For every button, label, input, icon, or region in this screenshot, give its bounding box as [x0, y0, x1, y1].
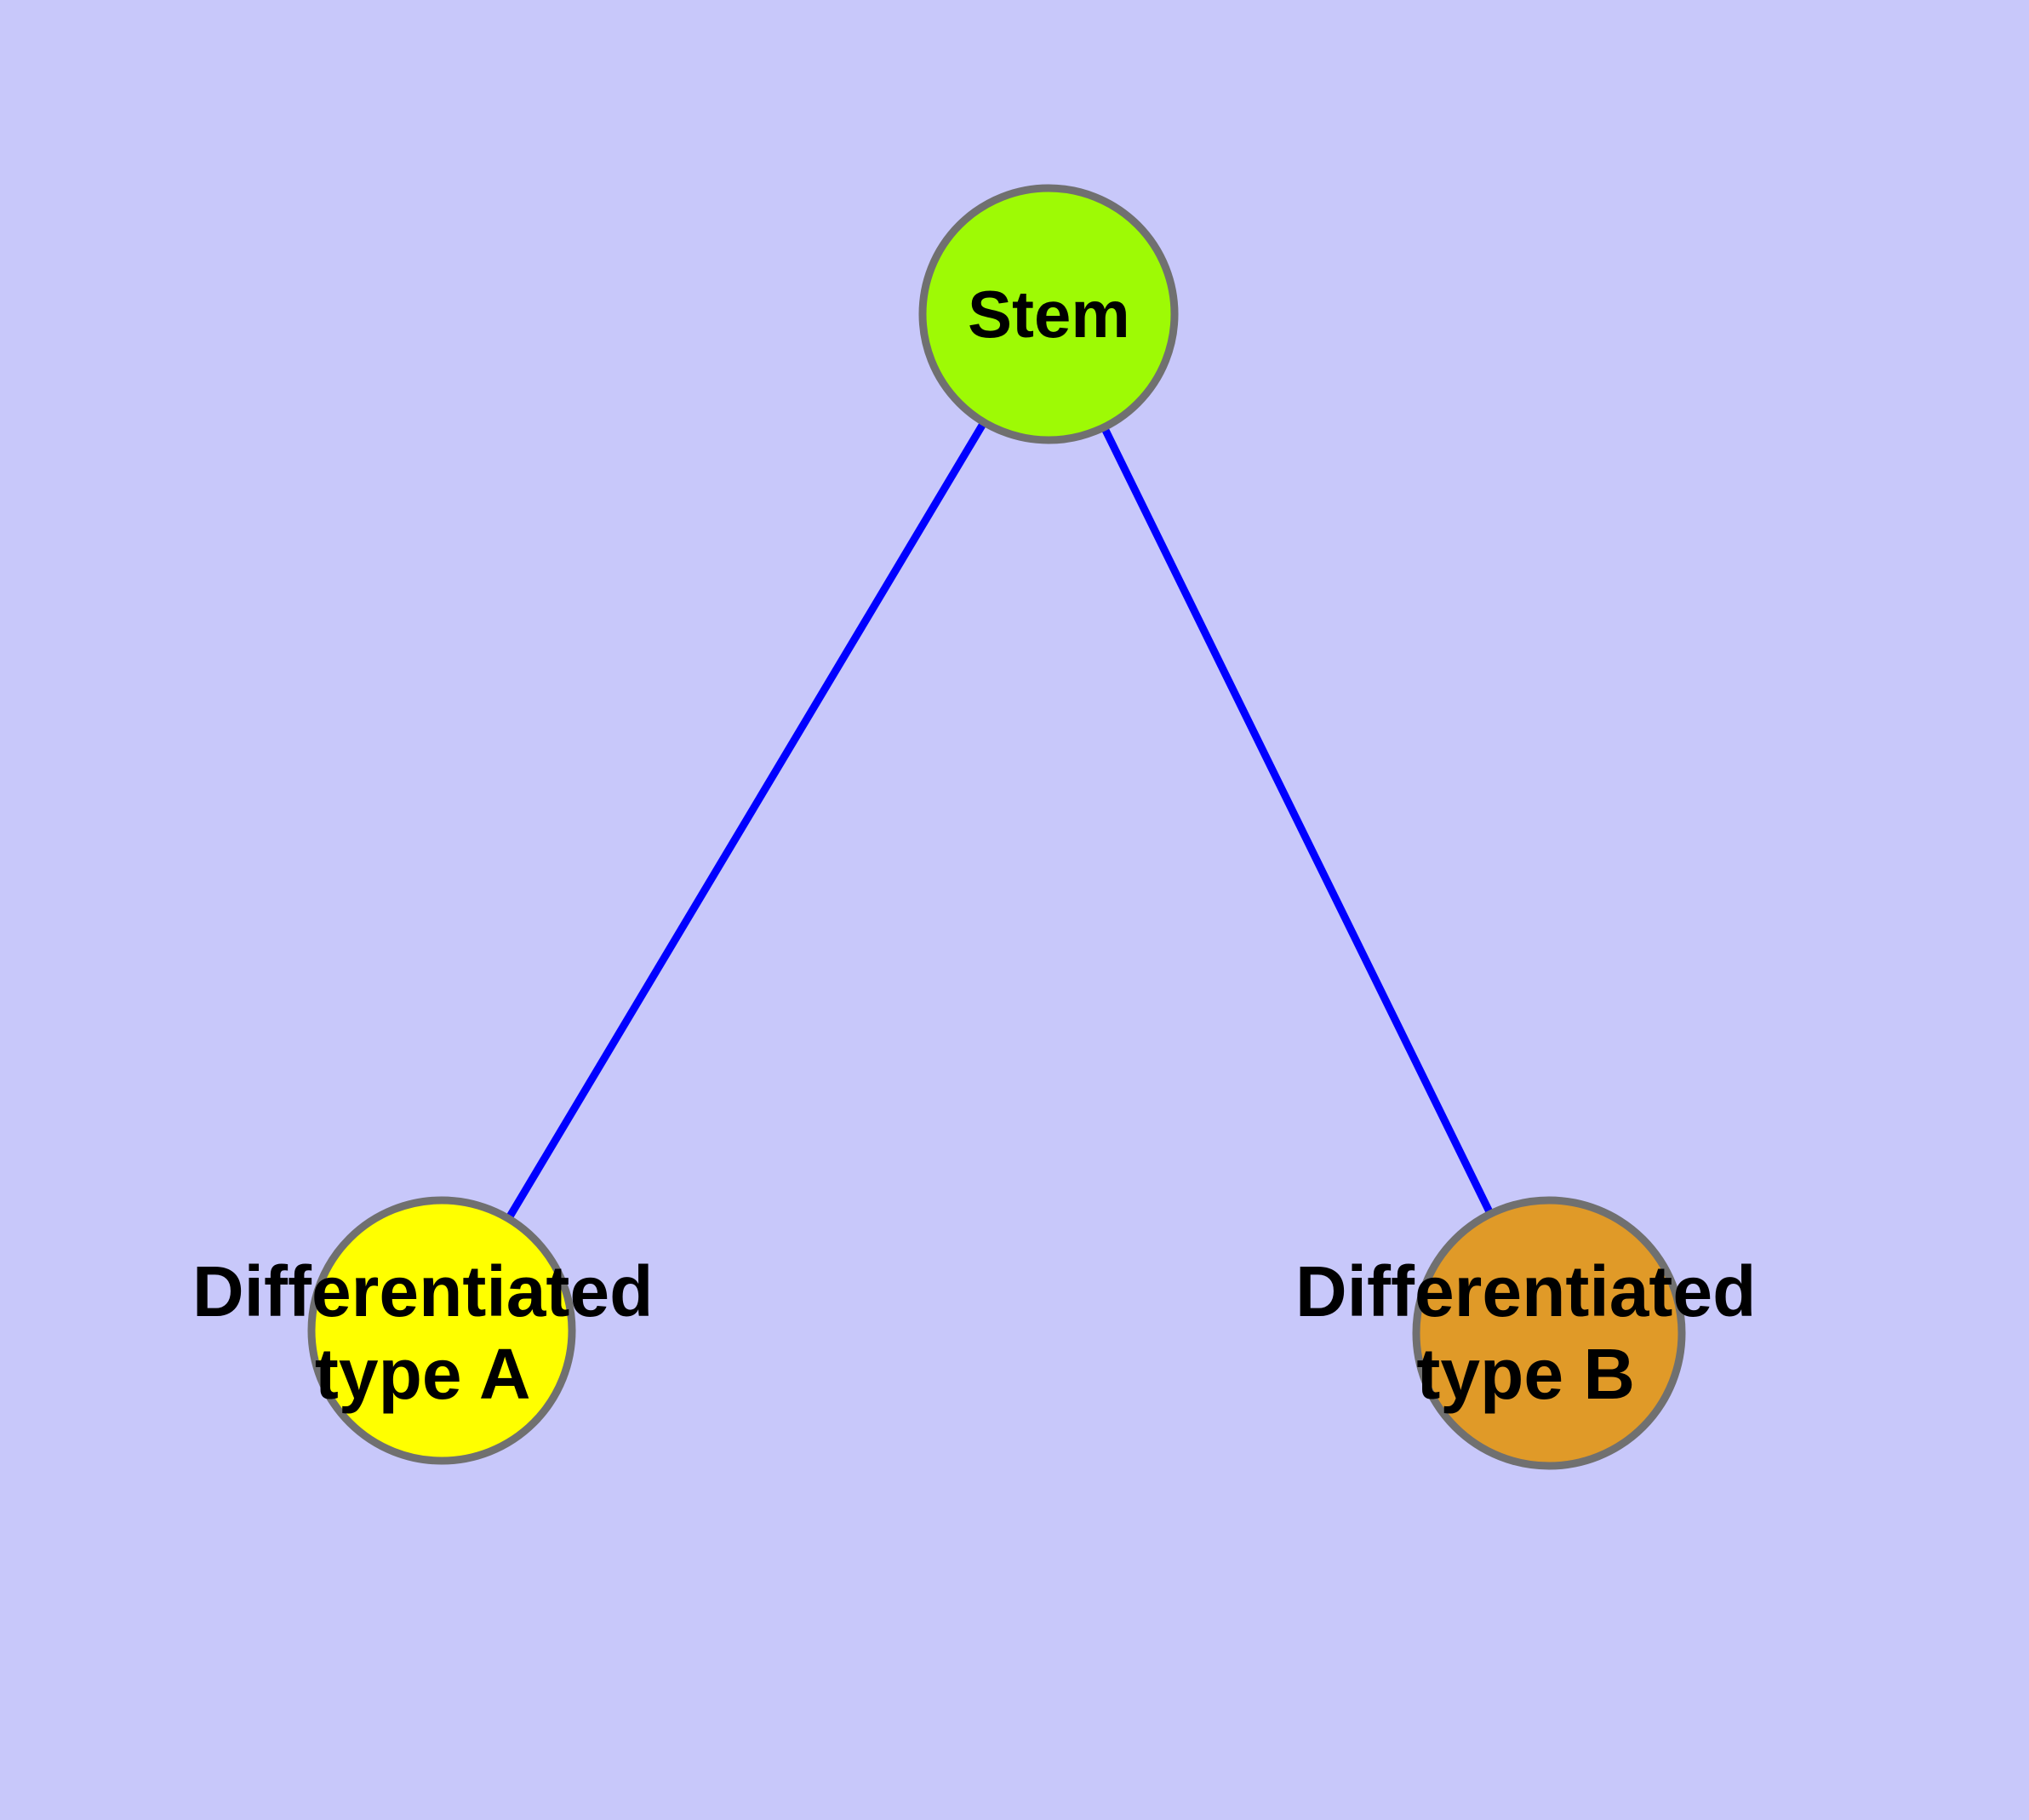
edges-layer — [438, 312, 1553, 1335]
graph-edge-stem-to-diff-b[interactable] — [1044, 312, 1553, 1335]
graph-node-diff_b[interactable] — [1412, 1196, 1686, 1470]
nodes-layer — [307, 184, 1686, 1470]
graph-node-diff_a[interactable] — [307, 1196, 576, 1465]
graph-edge-stem-to-diff-a[interactable] — [438, 312, 1052, 1333]
graph-node-stem[interactable] — [918, 184, 1179, 444]
